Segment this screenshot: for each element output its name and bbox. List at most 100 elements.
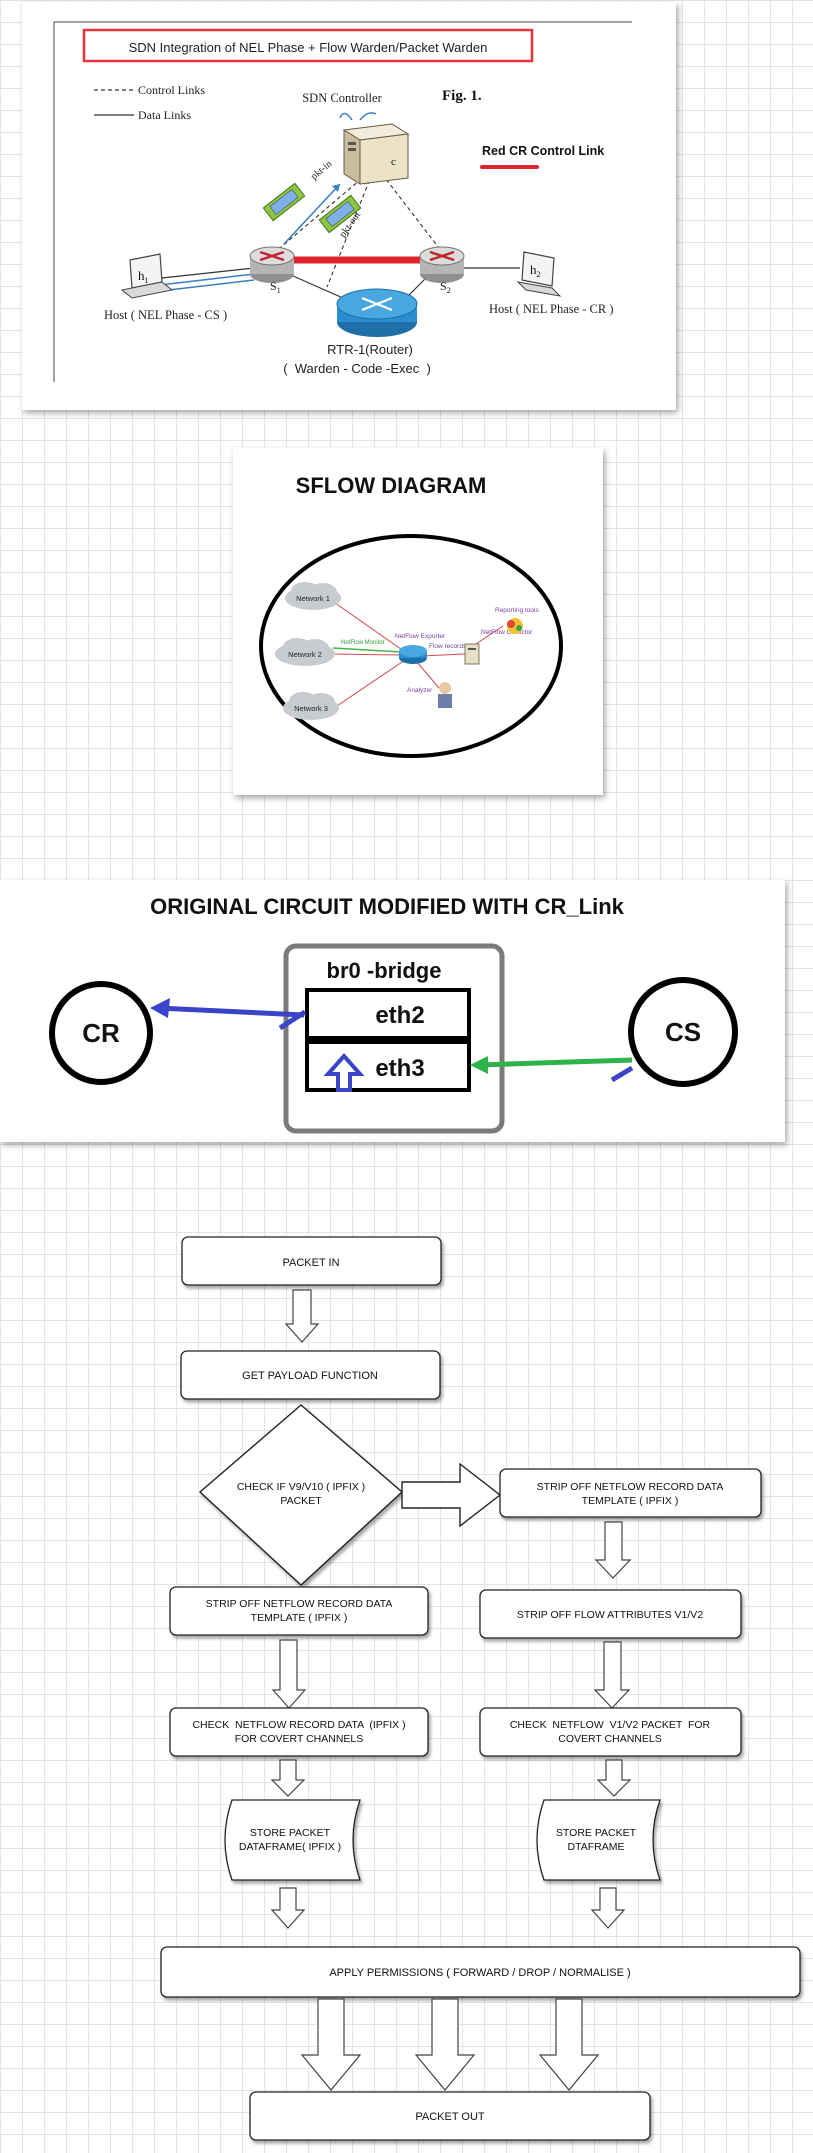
strip-attributes-box (479, 1589, 742, 1639)
strip-left-line2: TEMPLATE ( IPFIX ) (251, 1612, 348, 1624)
store-right-line2: DTAFRAME (568, 1841, 625, 1853)
fig-label: Fig. 1. (442, 88, 482, 104)
figure-title: SDN Integration of NEL Phase + Flow Ward… (129, 40, 488, 55)
sflow-links (328, 599, 504, 711)
sflow-monitor-links (332, 647, 402, 653)
circuit-panel: ORIGINAL CIRCUIT MODIFIED WITH CR_Link b… (0, 880, 785, 1142)
reporting-tools-icon (507, 618, 523, 634)
store-left-shape (224, 1799, 361, 1881)
control-links (279, 173, 443, 288)
packet-out-box (249, 2091, 651, 2141)
legend-data-label: Data Links (138, 108, 191, 122)
netflow-collector-label: NetFlow Collector (481, 629, 533, 636)
get-payload-label: GET PAYLOAD FUNCTION (242, 1370, 378, 1382)
check-left-line2: FOR COVERT CHANNELS (235, 1733, 364, 1745)
cs-link-arrow-head (470, 1056, 488, 1074)
controller-signal-arrow-2 (339, 112, 353, 121)
eth3-to-eth2-arrow-icon (323, 1052, 365, 1092)
strip-right-box (499, 1468, 762, 1518)
arrow-left-2-icon (271, 1639, 307, 1709)
apply-permissions-box (160, 1946, 801, 1998)
pkt-out-packet-icon (318, 194, 362, 234)
title-box (82, 28, 534, 63)
network-1-cloud-icon (285, 582, 341, 610)
host-left-label: Host ( NEL Phase - CS ) (104, 308, 227, 322)
controller-server-icon: c (342, 123, 410, 185)
arrow-1-icon (284, 1289, 320, 1343)
controller-signal-arrow (359, 112, 377, 121)
pkt-in-label: pkt-in (309, 159, 334, 183)
eth2-link-tail (278, 1009, 307, 1031)
apply-permissions-label: APPLY PERMISSIONS ( FORWARD / DROP / NOR… (329, 1967, 630, 1979)
legend-control-label: Control Links (138, 83, 205, 97)
check-right-box (479, 1707, 742, 1757)
decision-label-line1: CHECK IF V9/V10 ( IPFIX ) (237, 1481, 365, 1493)
host-h2-laptop-icon (516, 251, 562, 297)
strip-left-line1: STRIP OFF NETFLOW RECORD DATA (206, 1598, 393, 1610)
strip-attributes-label: STRIP OFF FLOW ATTRIBUTES V1/V2 (517, 1609, 703, 1621)
packet-out-label: PACKET OUT (415, 2111, 485, 2123)
host-h1-label: h1 (138, 268, 149, 285)
router-label: RTR-1(Router) (327, 342, 413, 357)
cs-link-tail (610, 1065, 634, 1083)
cr-link-arrow-head (150, 998, 170, 1018)
router-icon (336, 288, 418, 337)
eth3-label: eth3 (375, 1055, 424, 1082)
store-right-shape (536, 1799, 661, 1881)
arrow-left-3-icon (270, 1759, 306, 1797)
router-sub-label: ( Warden - Code -Exec ) (283, 361, 431, 376)
bridge-label: br0 -bridge (327, 958, 442, 983)
switch-s2-label: S2 (440, 279, 451, 295)
cr-node (49, 981, 153, 1085)
controller-label: SDN Controller (302, 91, 382, 105)
host-h1-laptop-icon (120, 253, 174, 299)
strip-left-box (169, 1586, 429, 1636)
cr-label: CR (82, 1018, 120, 1048)
analyzer-person-icon (438, 682, 452, 708)
data-link-h1-s1 (161, 267, 255, 279)
arrow-right-2-icon (593, 1641, 631, 1709)
host-h2-label: h2 (530, 262, 541, 279)
store-left-line2: DATAFRAME( IPFIX ) (239, 1841, 341, 1853)
netflow-exporter-router-icon (399, 645, 427, 664)
network-2-label: Network 2 (288, 650, 322, 659)
red-link-label: Red CR Control Link (482, 144, 604, 158)
check-right-line1: CHECK NETFLOW V1/V2 PACKET FOR (510, 1719, 711, 1731)
check-left-line1: CHECK NETFLOW RECORD DATA (IPFIX ) (192, 1719, 405, 1731)
cr-eth2-link (157, 1005, 305, 1018)
arrow-left-4-icon (270, 1887, 306, 1929)
arrow-right-1-icon (594, 1521, 632, 1579)
cs-node (628, 977, 738, 1087)
decision-label-line2: PACKET (280, 1495, 322, 1507)
get-payload-box (180, 1350, 441, 1400)
network-2-cloud-icon (275, 638, 335, 666)
decision-yes-arrow-icon (401, 1462, 502, 1528)
circuit-title: ORIGINAL CIRCUIT MODIFIED WITH CR_Link (150, 894, 625, 919)
host-right-label: Host ( NEL Phase - CR ) (489, 302, 614, 316)
eth2-box (305, 988, 471, 1040)
output-arrow-1-icon (300, 1998, 362, 2091)
cs-eth3-link (477, 1057, 633, 1068)
netflow-exporter-label: NetFlow Exporter (395, 633, 446, 640)
store-right-line1: STORE PACKET (556, 1827, 637, 1839)
sflow-title: SFLOW DIAGRAM (296, 473, 487, 498)
circuit-diagram: ORIGINAL CIRCUIT MODIFIED WITH CR_Link b… (49, 894, 738, 1134)
pkt-in-arrow (283, 183, 341, 245)
sflow-diagram: SFLOW DIAGRAM Network 1 Network 2 (259, 473, 563, 758)
arrow-right-3-icon (596, 1759, 632, 1797)
analyzer-label: Analyzer (407, 687, 433, 694)
network-1-label: Network 1 (296, 594, 330, 603)
switch-s1-icon (249, 246, 295, 283)
h1-flow-arrow-2 (159, 279, 255, 292)
packet-in-label: PACKET IN (282, 1257, 339, 1269)
output-arrow-3-icon (538, 1998, 600, 2091)
switch-s1-label: S1 (270, 279, 281, 295)
packet-in-box (181, 1236, 442, 1286)
pkt-in-packet-icon (262, 182, 306, 222)
arrow-right-4-icon (590, 1887, 626, 1929)
check-right-line2: COVERT CHANNELS (558, 1733, 661, 1745)
processing-flowchart: PACKET IN GET PAYLOAD FUNCTION CHECK IF … (160, 1236, 801, 2141)
controller-letter: c (391, 156, 396, 168)
network-3-label: Network 3 (294, 704, 328, 713)
sflow-panel: SFLOW DIAGRAM Network 1 Network 2 (233, 448, 603, 795)
